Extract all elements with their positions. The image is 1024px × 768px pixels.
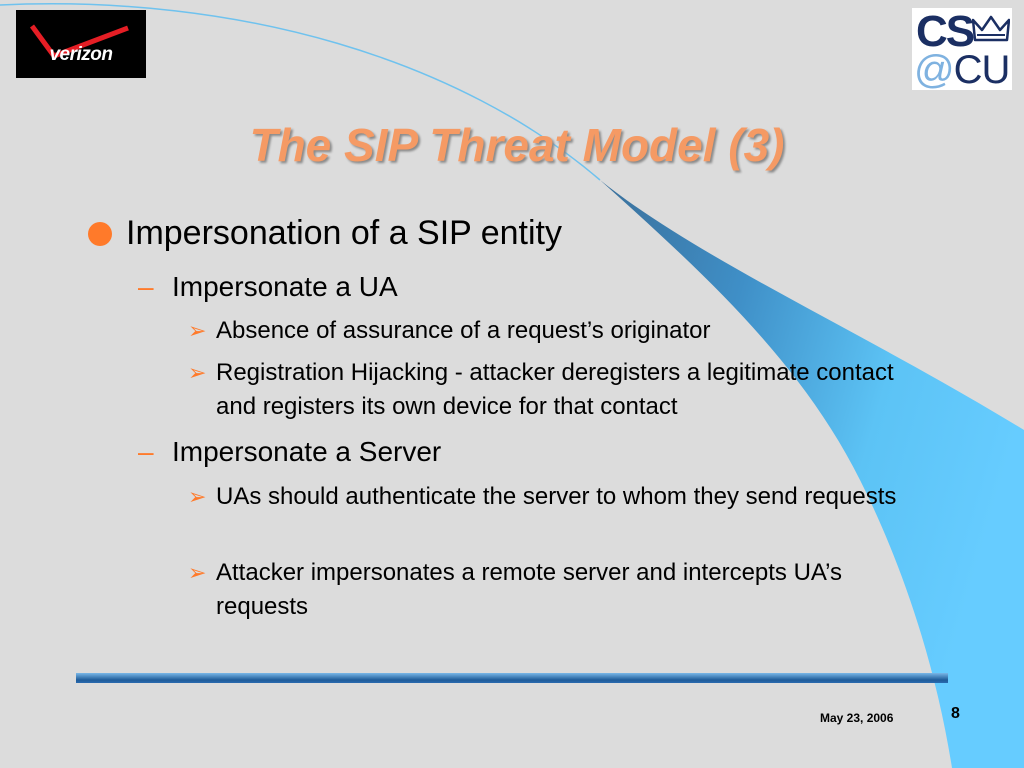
crown-icon bbox=[972, 15, 1010, 42]
cs-logo-top: CS bbox=[916, 7, 975, 56]
page-number: 8 bbox=[951, 705, 960, 722]
bullet-text: Impersonation of a SIP entity bbox=[126, 214, 562, 252]
bullet-dot-icon bbox=[88, 222, 112, 246]
dash-bullet-icon: – bbox=[138, 271, 154, 302]
bullet-text: Impersonate a UA bbox=[172, 271, 398, 302]
bullet-text: UAs should authenticate the server to wh… bbox=[216, 483, 897, 510]
footer-date: May 23, 2006 bbox=[820, 711, 894, 725]
bullet-text: Impersonate a Server bbox=[172, 436, 442, 467]
arrow-bullet-icon: ➢ bbox=[188, 484, 207, 509]
arrow-bullet-icon: ➢ bbox=[188, 318, 207, 343]
arrow-bullet-icon: ➢ bbox=[188, 560, 207, 585]
cu-text: CU bbox=[953, 48, 1011, 92]
cs-cu-logo: CS @CU bbox=[912, 7, 1012, 92]
dash-bullet-icon: – bbox=[138, 436, 154, 467]
arrow-bullet-icon: ➢ bbox=[188, 360, 207, 385]
footer-divider bbox=[76, 673, 948, 683]
bullet-text: Attacker impersonates a remote server an… bbox=[216, 559, 843, 620]
slide-title: The SIP Threat Model (3) bbox=[249, 119, 785, 171]
verizon-wordmark: verizon bbox=[49, 44, 113, 65]
verizon-logo: verizon bbox=[16, 10, 146, 78]
at-sign: @ bbox=[914, 48, 955, 92]
cu-logo-bottom: @CU bbox=[914, 48, 1011, 92]
bullet-text: Absence of assurance of a request’s orig… bbox=[216, 317, 711, 344]
bullet-text: Registration Hijacking - attacker deregi… bbox=[216, 359, 894, 420]
